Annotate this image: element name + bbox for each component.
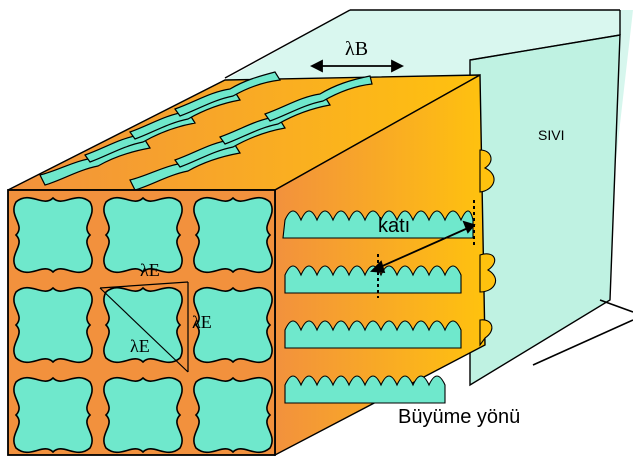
solid-label: katı (378, 215, 410, 237)
lambda-b-arrow (309, 59, 405, 73)
liquid-label: SIVI (538, 127, 564, 143)
growth-direction-label: Büyüme yönü (398, 406, 520, 428)
lambda-e-diag-label: λE (130, 336, 150, 356)
front-face (7, 189, 276, 456)
lambda-e-top-label: λE (140, 260, 160, 280)
solid-arrow (369, 200, 476, 298)
spacing-triangle (99, 281, 189, 373)
growth-direction-lines (532, 299, 633, 366)
lambda-b-label: λB (345, 38, 368, 60)
lambda-e-right-label: λE (192, 312, 212, 332)
